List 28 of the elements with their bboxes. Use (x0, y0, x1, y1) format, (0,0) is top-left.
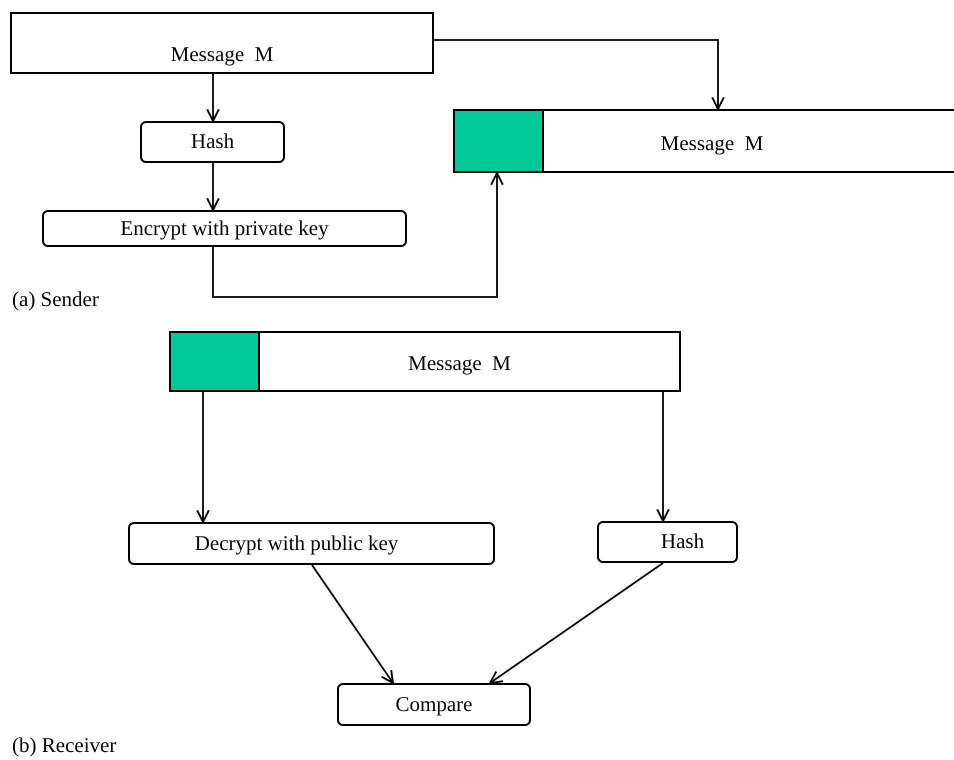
process-box (337, 683, 531, 726)
node-label: Encrypt with private key (120, 216, 329, 240)
arrow (206, 74, 220, 122)
process-box (128, 522, 495, 565)
signature-block (169, 331, 260, 392)
arrow (656, 392, 670, 522)
signature-block (453, 109, 544, 173)
node-label: Compare (396, 692, 472, 716)
node-label: Hash (660, 530, 704, 554)
message-bar (542, 109, 954, 173)
arrow (212, 172, 504, 298)
arrow (311, 564, 394, 684)
node-label: Message M (408, 352, 511, 376)
arrow (206, 163, 220, 211)
node-label: Hash (190, 130, 234, 154)
node-label: Message M (170, 42, 274, 66)
message-bar (10, 12, 434, 74)
process-box (140, 121, 285, 163)
arrow (489, 562, 664, 684)
panel-caption: (b) Receiver (12, 733, 116, 758)
panel-caption: (a) Sender (12, 287, 99, 312)
arrow (196, 392, 210, 523)
node-label: Decrypt with public key (194, 532, 398, 556)
process-box (597, 521, 738, 563)
node-label: Message M (660, 132, 764, 156)
arrow (434, 39, 725, 110)
process-box (42, 210, 407, 247)
message-bar (258, 331, 681, 392)
